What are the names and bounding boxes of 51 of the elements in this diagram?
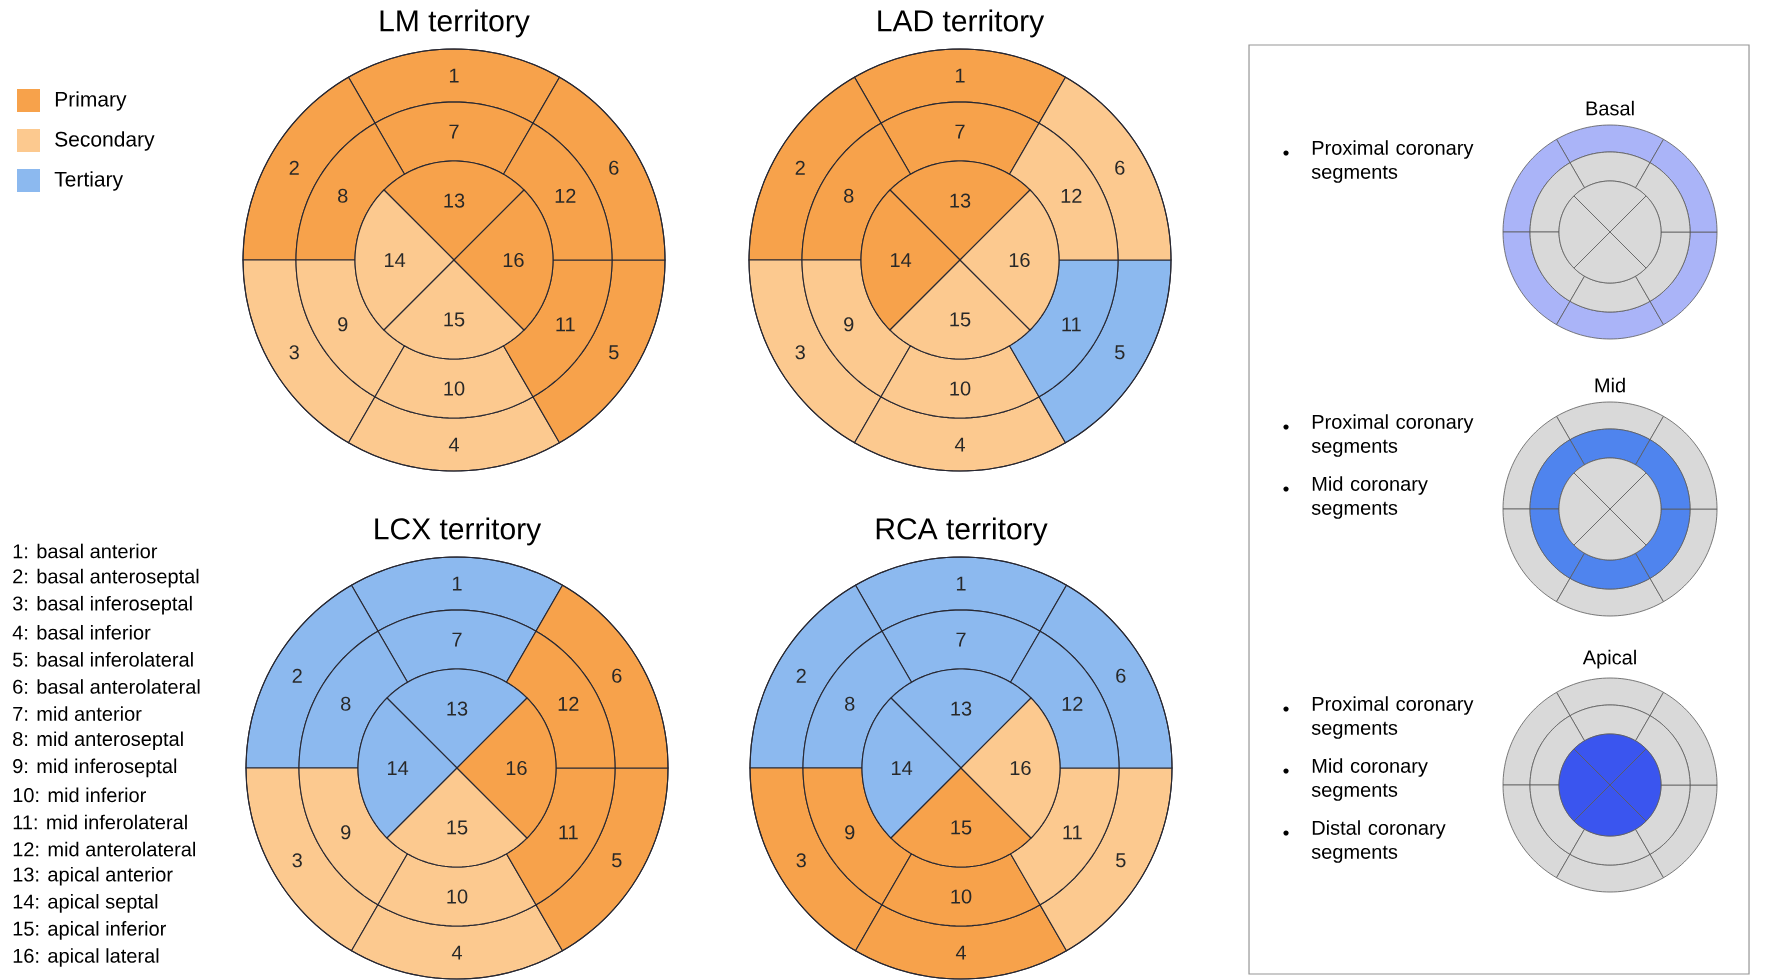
bullseye-segment: 10 (377, 853, 537, 927)
legend-label: Secondary (55, 131, 155, 151)
segment-name: 7: mid anterior (13, 706, 142, 721)
bullseye-segment: 4 (854, 904, 1068, 980)
chart-title: Mid (1595, 377, 1625, 393)
chart-title: RCA territory (876, 517, 1048, 546)
panel-frame (1248, 44, 1750, 975)
chart-title: LAD territory (878, 9, 1045, 38)
segment-name: 14: apical septal (13, 894, 158, 913)
legend-label: Tertiary (54, 171, 123, 191)
bullseye-segment: 7 (377, 609, 537, 683)
segment-name: 12: mid anterolateral (13, 841, 195, 857)
segment-name: 11: mid inferolateral (13, 814, 187, 830)
bullseye-segment: 1 (854, 556, 1068, 632)
segment-name: 15: apical inferior (13, 921, 166, 940)
chart-title: LM territory (380, 9, 530, 38)
bullet-item: Mid coronary segments (1283, 758, 1428, 801)
segment-name: 3: basal inferoseptal (12, 595, 192, 615)
bullet-item: Proximal coronary segments (1283, 414, 1474, 457)
bullseye-segment: 7 (880, 101, 1040, 175)
segment-name: 8: mid anteroseptal (13, 731, 183, 751)
bullseye-segment: 4 (853, 396, 1067, 472)
chart-title: LCX territory (375, 517, 542, 546)
chart-title: Basal (1586, 100, 1634, 116)
bullseye-segment: 10 (880, 345, 1040, 419)
bullseye-segment: 4 (347, 396, 561, 472)
bullet-item: Mid coronary segments (1283, 476, 1428, 519)
node-label: 4 (451, 945, 462, 960)
segment-name: 2: basal anteroseptal (13, 568, 199, 588)
node-label: 4 (955, 945, 966, 960)
segment-name: 1: basal anterior (13, 543, 158, 559)
bullet-item: Distal coronary segments (1283, 820, 1446, 863)
bullseye-segment: 1 (350, 556, 564, 632)
bullseye-segment: 7 (374, 101, 534, 175)
bullseye-segment: 1 (347, 48, 561, 124)
segment-name: 4: basal inferior (12, 624, 151, 640)
segment-name: 9: mid inferoseptal (13, 758, 177, 778)
bullseye-segment: 4 (350, 904, 564, 980)
legend-label: Primary (55, 91, 127, 111)
segment-name: 6: basal anterolateral (13, 679, 200, 694)
bullseye-segment: 10 (374, 345, 534, 419)
bullet-item: Proximal coronary segments (1283, 140, 1474, 183)
segment-name: 16: apical lateral (13, 948, 159, 967)
bullet-item: Proximal coronary segments (1283, 696, 1474, 739)
bullseye-segment: 10 (881, 853, 1041, 927)
chart-title: Apical (1582, 649, 1636, 669)
segment-name: 10: mid inferior (13, 787, 146, 803)
segment-name: 13: apical anterior (13, 866, 173, 886)
bullseye-segment: 1 (853, 48, 1067, 124)
bullseye-segment: 7 (881, 609, 1041, 683)
segment-name: 5: basal inferolateral (13, 652, 193, 667)
